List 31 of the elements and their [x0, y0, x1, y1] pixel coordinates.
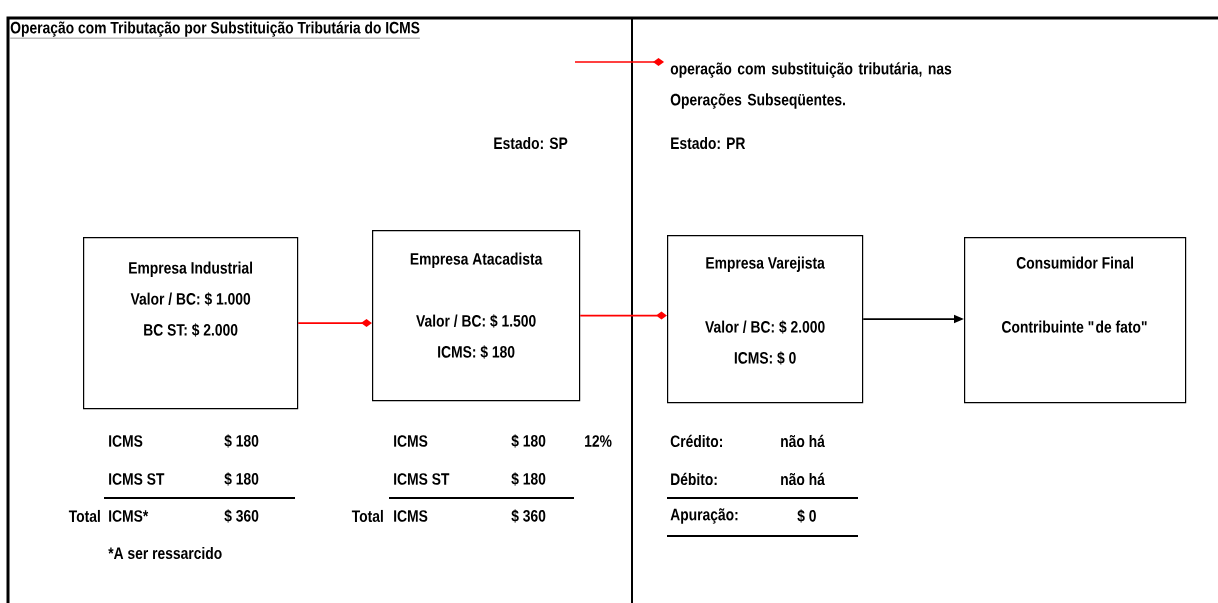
table-cell: Apuração:	[670, 508, 738, 524]
label-text: *A ser ressarcido	[108, 546, 222, 560]
table-cell: $ 180	[224, 434, 259, 448]
process-box: Empresa Industrial Valor / BC: $ 1.000 BC ST: $ 2.000	[83, 237, 299, 410]
process-box: Empresa Atacadista Valor / BC: $ 1.500 ICMS: $ 180	[372, 230, 581, 402]
process-box: Empresa Varejista Valor / BC: $ 2.000 ICMS: $ 0	[667, 235, 864, 404]
table-cell: Crédito:	[670, 434, 722, 448]
table-cell: $ 360	[224, 509, 259, 523]
label-text: Estado: PR	[671, 136, 746, 150]
legend-text: operação com substituição tributária, nas Operações Subseqüentes.	[670, 62, 952, 109]
table-cell: 12%	[585, 435, 612, 447]
table-cell: ICMS	[394, 510, 428, 522]
table-cell: não há	[781, 472, 825, 486]
table-cell: $ 180	[511, 434, 546, 448]
arrow	[579, 311, 667, 320]
table-cell: $ 360	[511, 509, 546, 523]
table-cell: ICMS ST	[109, 473, 165, 485]
table-cell: ICMS	[394, 435, 428, 447]
table-cell: Total	[351, 509, 383, 523]
table-cell: ICMS	[109, 435, 143, 447]
table-cell: Total	[68, 509, 100, 523]
table-cell: Débito:	[671, 472, 717, 486]
process-box: Consumidor Final Contribuinte "de fato"	[964, 237, 1187, 404]
table-cell: $ 180	[511, 472, 546, 486]
table-cell: $ 0	[797, 509, 816, 523]
label-text: Estado: SP	[494, 136, 568, 150]
title-text: Operação com Tributação por Substituição Tributária do ICMS	[10, 21, 421, 39]
table-cell: ICMS ST	[394, 473, 450, 485]
table-cell: não há	[781, 434, 825, 448]
table-cell: $ 180	[224, 472, 259, 486]
table-cell: ICMS*	[109, 510, 149, 522]
